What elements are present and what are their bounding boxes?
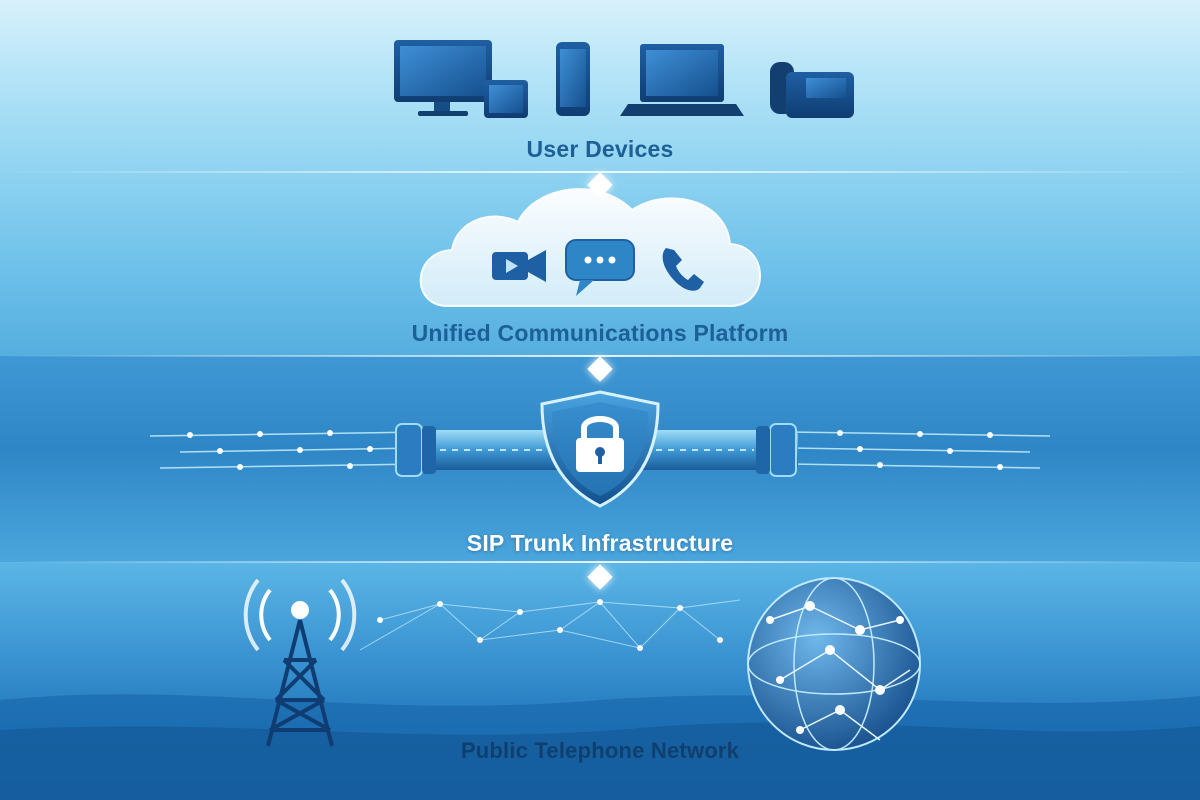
shield-lock-icon bbox=[540, 390, 660, 508]
layer-divider bbox=[0, 561, 1200, 563]
phone-handset-icon bbox=[662, 248, 704, 291]
layer-label-public-telephone-network: Public Telephone Network bbox=[460, 738, 740, 763]
chat-bubble-icon bbox=[565, 239, 635, 296]
layer-divider bbox=[0, 355, 1200, 357]
tablet-icon bbox=[484, 80, 528, 118]
layer-divider bbox=[0, 171, 1200, 173]
globe-network-icon bbox=[747, 577, 921, 751]
video-camera-icon bbox=[492, 250, 546, 282]
layer-label-unified-communications: Unified Communications Platform bbox=[411, 320, 789, 346]
cell-tower-icon bbox=[243, 578, 357, 747]
layer-label-user-devices: User Devices bbox=[526, 136, 674, 162]
laptop-icon bbox=[620, 44, 744, 116]
desk-phone-icon bbox=[770, 62, 854, 118]
layer-user-devices bbox=[0, 0, 1200, 172]
layer-label-sip-trunk: SIP Trunk Infrastructure bbox=[466, 530, 734, 556]
mesh-network bbox=[359, 599, 741, 651]
desktop-monitor-icon bbox=[394, 40, 492, 116]
smartphone-icon bbox=[556, 42, 590, 116]
network-nodes bbox=[187, 430, 1003, 470]
mesh-nodes bbox=[377, 599, 723, 651]
